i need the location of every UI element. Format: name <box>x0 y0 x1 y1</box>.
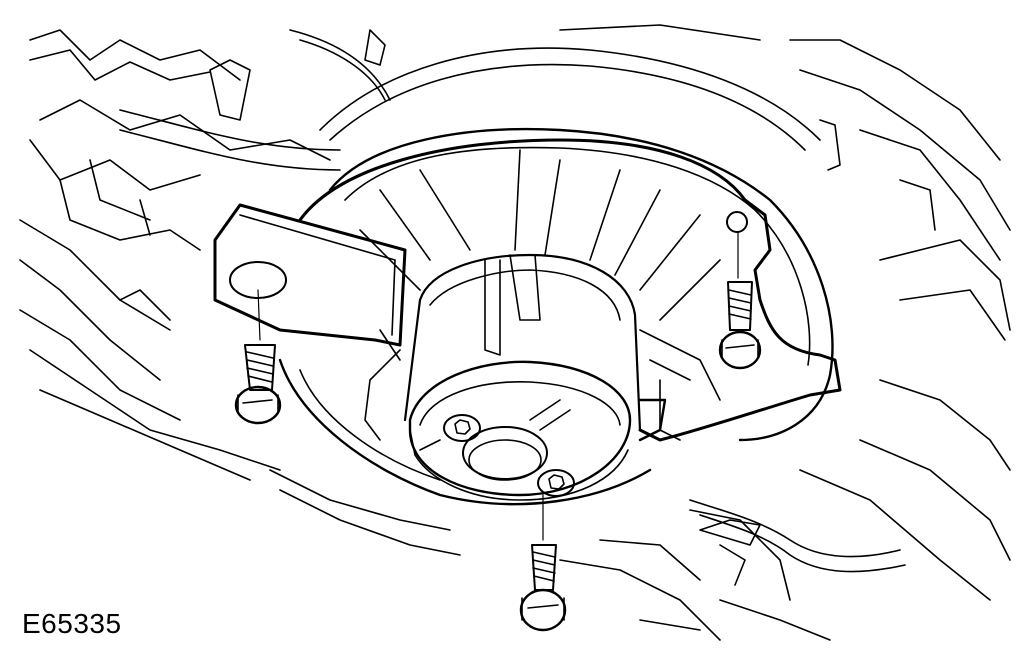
bolt-left <box>234 289 282 425</box>
bolt-right <box>718 231 762 370</box>
figure-id-label: E65335 <box>22 608 122 639</box>
torx-screw <box>443 414 575 497</box>
surrounding-structure <box>19 24 1011 641</box>
mounting-bracket <box>213 138 842 442</box>
bolt-bottom <box>519 494 567 632</box>
